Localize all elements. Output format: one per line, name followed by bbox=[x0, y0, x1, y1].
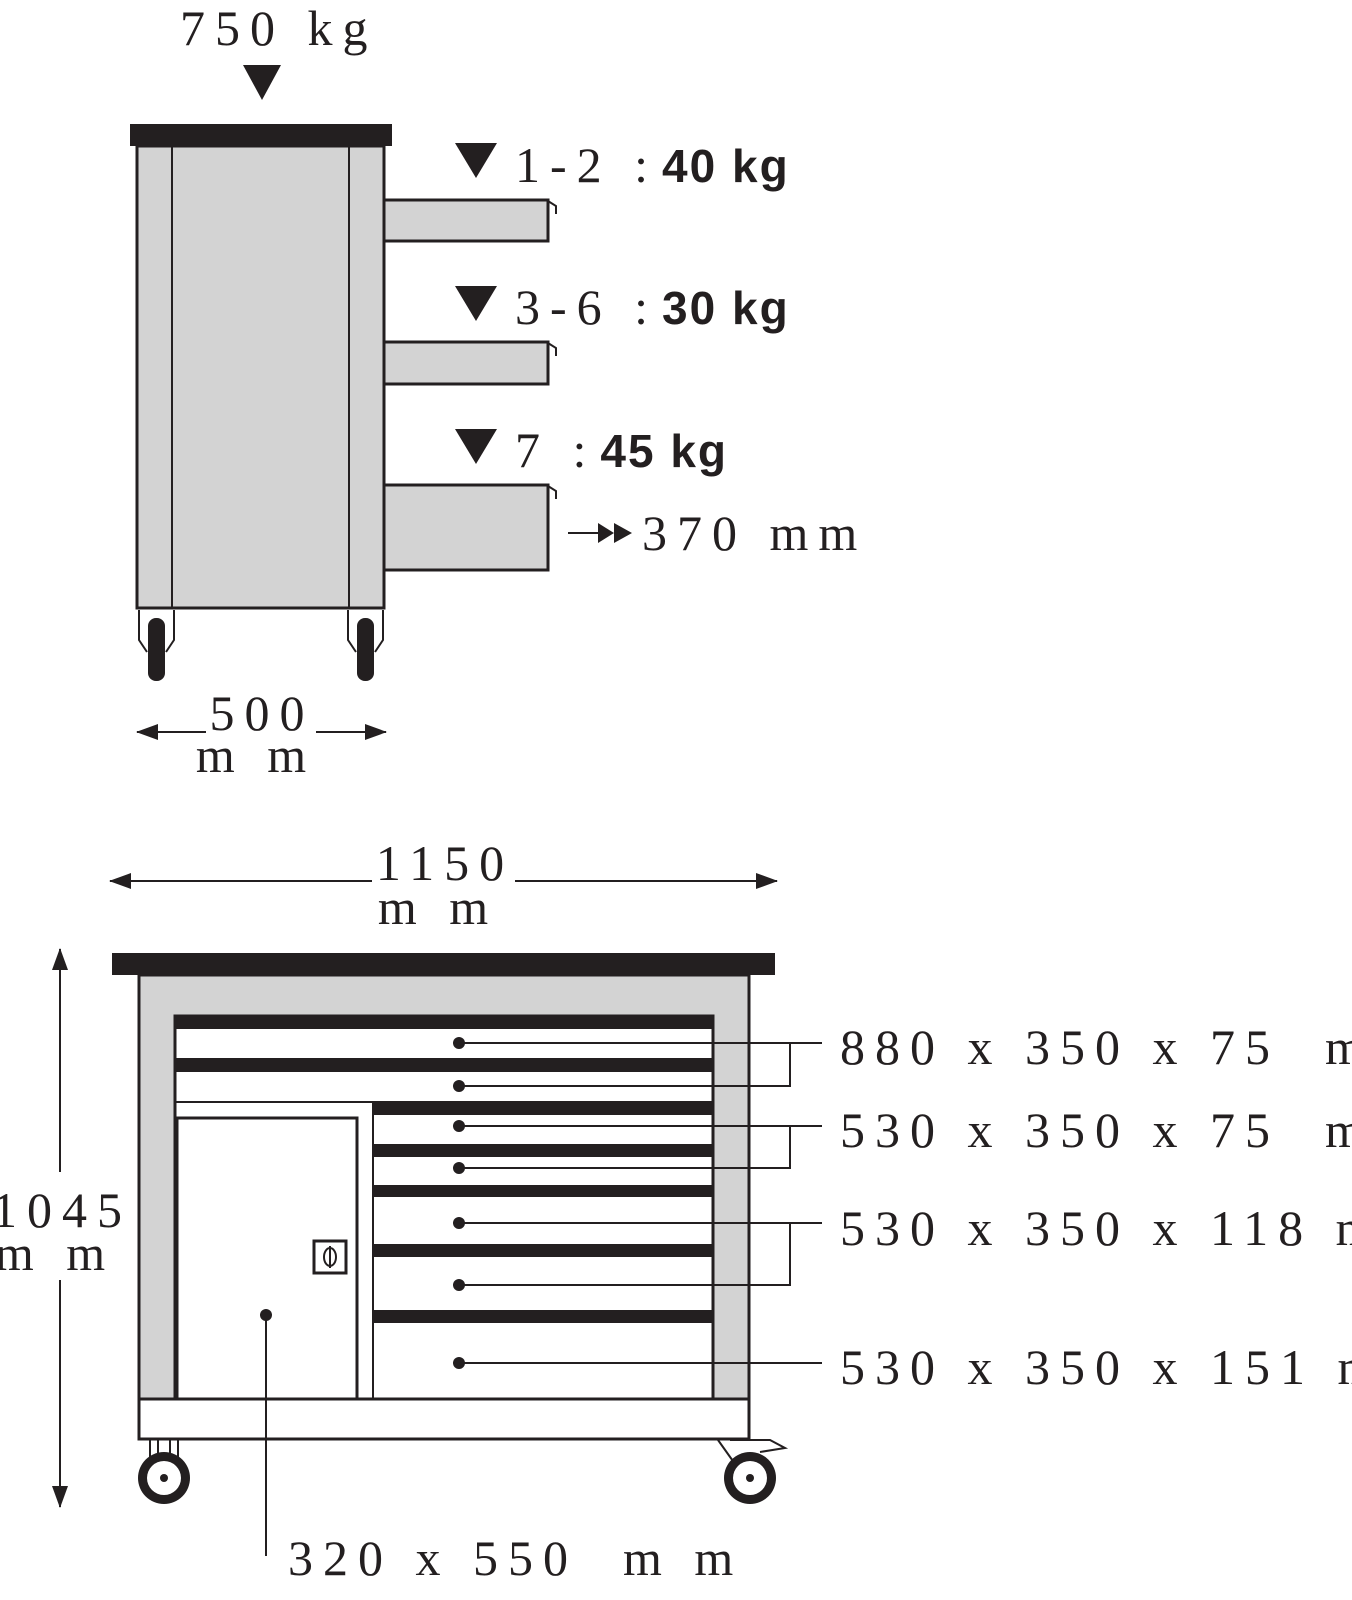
side-drawer-2 bbox=[382, 340, 557, 386]
drawer-load-2: 3-6 :30 kg bbox=[515, 279, 790, 335]
depth-unit: m m bbox=[196, 727, 316, 783]
load-triangle-icon bbox=[455, 143, 497, 178]
depth-value: 500 bbox=[210, 685, 315, 741]
caster-wheel-icon bbox=[138, 610, 175, 681]
width-value: 1150 bbox=[376, 835, 514, 891]
caster-wheel-icon bbox=[347, 610, 384, 681]
front-worktop bbox=[112, 953, 775, 975]
drawer-size-2: 530 x 350 x 75 m m bbox=[840, 1102, 1352, 1158]
extension-label: 370 mm bbox=[642, 505, 867, 561]
height-value: 1045 bbox=[0, 1182, 132, 1238]
drawer-size-3: 530 x 350 x 118 m m bbox=[840, 1200, 1352, 1256]
base-panel bbox=[137, 1397, 751, 1441]
drawer-load-1: 1-2 :40 kg bbox=[515, 137, 790, 193]
side-body bbox=[135, 144, 386, 610]
top-load-label: 750 kg bbox=[180, 0, 378, 56]
caster-wheel-icon bbox=[138, 1440, 190, 1504]
extension-arrow-icon bbox=[568, 523, 632, 543]
height-unit: m m bbox=[0, 1225, 115, 1281]
side-drawer-3 bbox=[382, 483, 557, 572]
drawer-size-4: 530 x 350 x 151 m m bbox=[840, 1339, 1352, 1395]
front-view: 1150 m m 1045 m m bbox=[0, 835, 1352, 1586]
lock-icon bbox=[312, 1239, 348, 1275]
drawer-load-3: 7 :45 kg bbox=[515, 422, 728, 478]
load-triangle-icon bbox=[243, 65, 281, 100]
drawer-size-1: 880 x 350 x 75 m m bbox=[840, 1019, 1352, 1075]
drawer-leaders bbox=[260, 1037, 822, 1556]
width-unit: m m bbox=[378, 879, 498, 935]
side-view: 750 kg 1-2 :40 kg 3-6 :30 kg 7 :45 kg 37… bbox=[130, 0, 867, 783]
door-size: 320 x 550 m m bbox=[288, 1530, 743, 1586]
braked-caster-wheel-icon bbox=[717, 1439, 789, 1504]
side-worktop bbox=[130, 124, 392, 146]
side-drawer-1 bbox=[382, 198, 557, 243]
load-triangle-icon bbox=[455, 429, 497, 464]
load-triangle-icon bbox=[455, 286, 497, 321]
